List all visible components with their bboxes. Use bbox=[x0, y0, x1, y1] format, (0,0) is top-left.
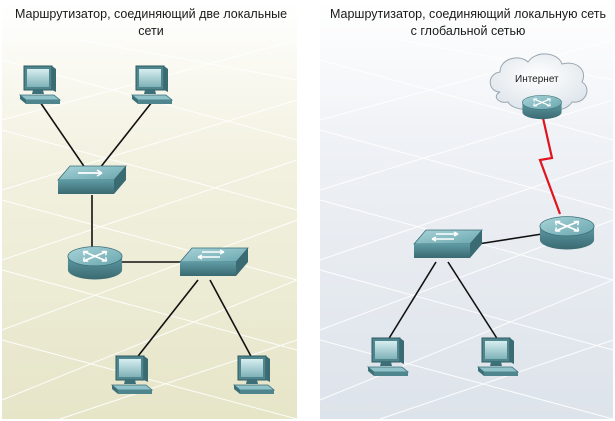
left-links bbox=[39, 101, 254, 361]
switch-icon bbox=[413, 229, 483, 259]
right-panel-title: Маршрутизатор, соединяющий локальную сет… bbox=[322, 6, 614, 40]
desktop-computer-icon bbox=[477, 337, 519, 377]
switch-icon bbox=[179, 247, 249, 277]
switch-icon bbox=[57, 165, 127, 195]
link-switch-router bbox=[477, 233, 543, 245]
left-panel-title: Маршрутизатор, соединяющий две локальные… bbox=[4, 6, 298, 40]
right-title-line2: с глобальной сетью bbox=[410, 24, 526, 38]
link-switch2-pc3 bbox=[134, 279, 199, 361]
left-title-line2: сети bbox=[138, 24, 164, 38]
wan-serial-link bbox=[538, 117, 562, 215]
desktop-computer-icon bbox=[131, 65, 173, 105]
left-title-line1: Маршрутизатор, соединяющий две локальные bbox=[14, 7, 288, 21]
desktop-computer-icon bbox=[367, 337, 409, 377]
desktop-computer-icon bbox=[111, 355, 153, 395]
router-icon bbox=[67, 245, 123, 281]
link-switch-pc2 bbox=[447, 261, 499, 341]
right-links bbox=[387, 233, 543, 341]
cloud-label: Интернет bbox=[515, 74, 559, 85]
right-title-line1: Маршрутизатор, соединяющий локальную сет… bbox=[329, 7, 607, 21]
link-switch-pc1 bbox=[387, 261, 437, 341]
internet-cloud-icon bbox=[489, 53, 588, 111]
desktop-computer-icon bbox=[233, 355, 275, 395]
link-switch2-pc4 bbox=[209, 279, 254, 361]
link-pc1-switch1 bbox=[39, 101, 93, 179]
router-icon bbox=[539, 215, 595, 251]
link-pc2-switch1 bbox=[91, 101, 153, 179]
desktop-computer-icon bbox=[19, 65, 61, 105]
router-icon bbox=[521, 94, 563, 120]
